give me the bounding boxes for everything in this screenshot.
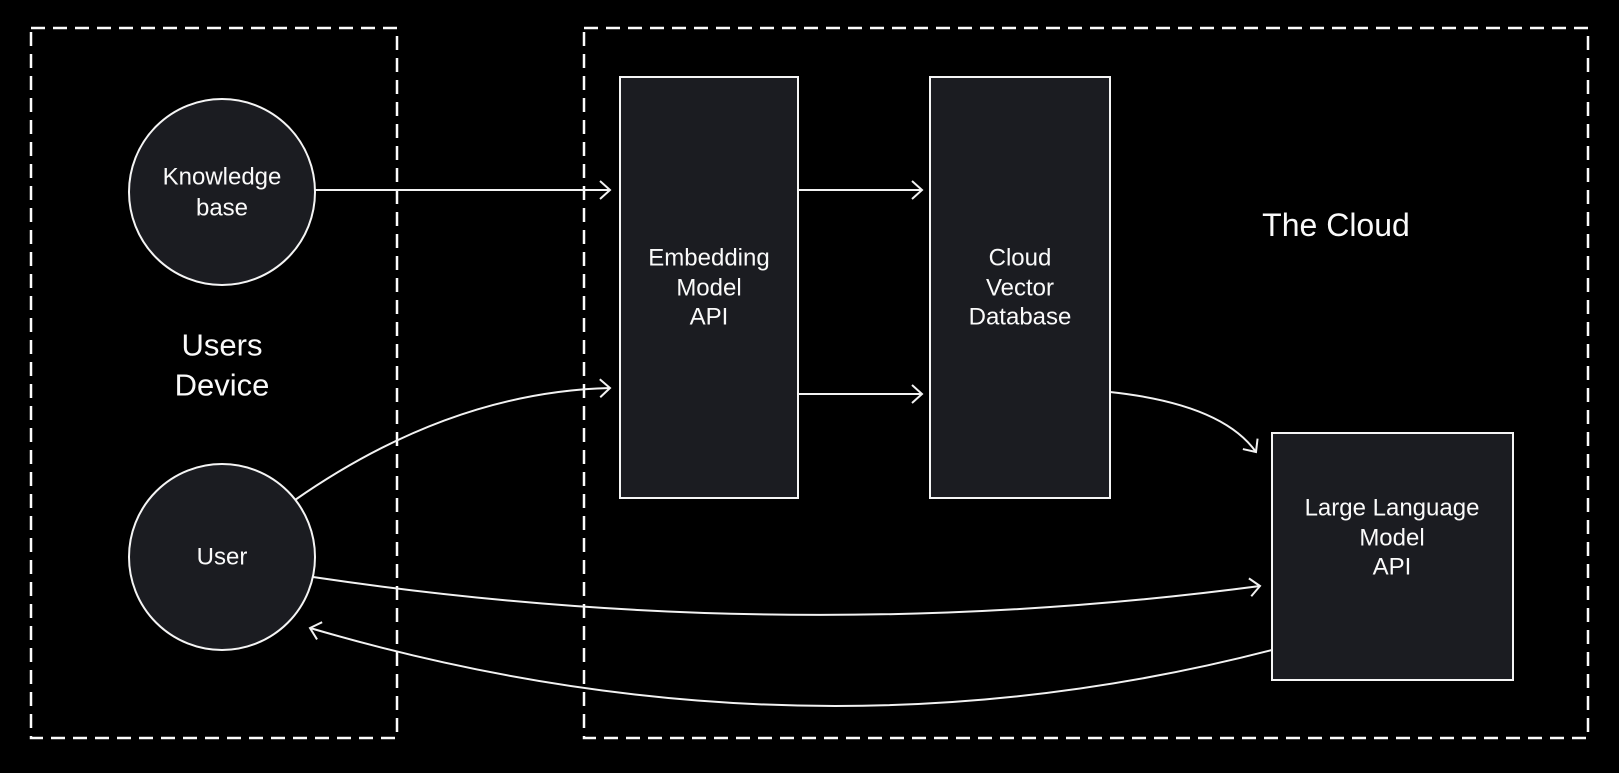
- embedding-model-api-rect: [619, 76, 799, 499]
- vector-db-label-line3: Database: [969, 304, 1072, 331]
- edge-vector-db-to-llm: [1109, 391, 1259, 454]
- embedding-model-api-node: Embedding Model API: [619, 76, 799, 499]
- user-label: User: [197, 544, 248, 571]
- user-circle: [128, 463, 316, 651]
- knowledge-base-node: Knowledge base: [128, 98, 316, 286]
- llm-label-line3: API: [1373, 554, 1412, 581]
- large-language-model-api-node: Large Language Model API: [1271, 432, 1514, 681]
- cloud-vector-database-node: Cloud Vector Database: [929, 76, 1111, 499]
- users-device-group-box: [29, 26, 399, 740]
- llm-label-line1: Large Language: [1305, 495, 1480, 522]
- knowledge-base-circle: [128, 98, 316, 286]
- knowledge-base-label-line1: Knowledge: [163, 164, 282, 191]
- edge-llm-to-user: [308, 621, 1273, 707]
- users-device-label-line1: Users: [182, 328, 263, 363]
- users-device-label-line2: Device: [175, 368, 270, 403]
- knowledge-base-label-line2: base: [196, 195, 248, 222]
- llm-label-line2: Model: [1359, 525, 1424, 552]
- embedding-label-line2: Model: [676, 275, 741, 302]
- edge-user-to-embedding: [294, 378, 612, 501]
- cloud-group-label: The Cloud: [1262, 207, 1410, 243]
- large-language-model-api-rect: [1271, 432, 1514, 681]
- edge-user-to-llm: [312, 576, 1262, 616]
- vector-db-label-line2: Vector: [986, 275, 1054, 302]
- embedding-label-line1: Embedding: [648, 245, 769, 272]
- users-device-group-label: Users Device: [175, 328, 270, 403]
- user-node: User: [128, 463, 316, 651]
- cloud-vector-database-rect: [929, 76, 1111, 499]
- vector-db-label-line1: Cloud: [989, 245, 1052, 272]
- embedding-label-line3: API: [690, 304, 729, 331]
